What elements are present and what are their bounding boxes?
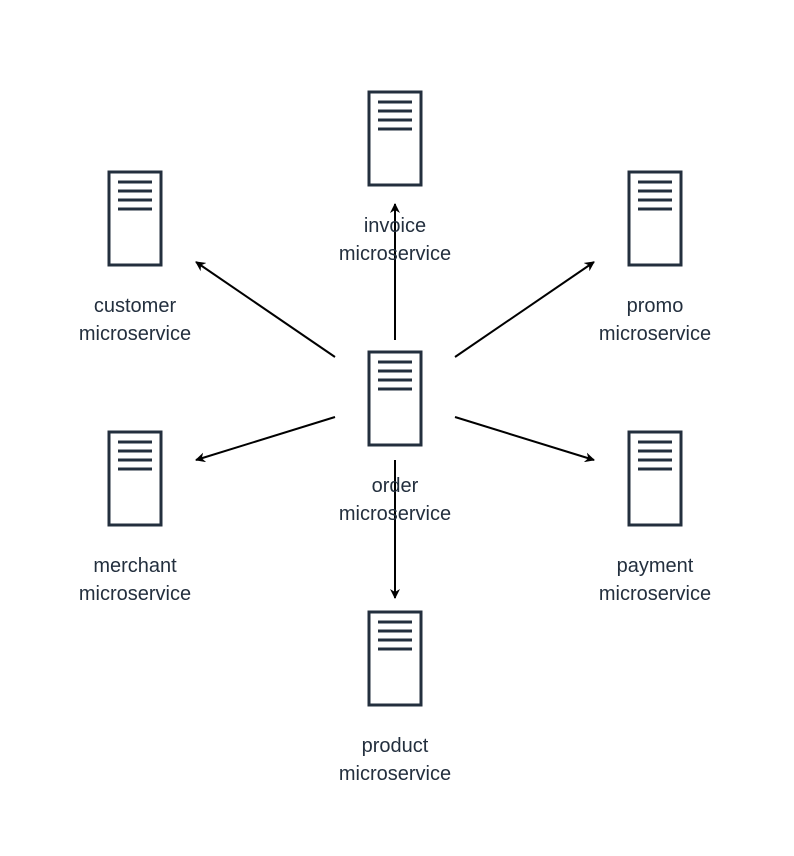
node-suffix: microservice	[78, 583, 192, 605]
node-suffix: microservice	[338, 503, 452, 525]
customer-microservice-label: customer microservice	[35, 292, 235, 348]
edge-order-promo	[454, 261, 595, 358]
node-suffix: microservice	[338, 763, 452, 785]
invoice-microservice-label: invoice microservice	[295, 212, 495, 268]
server-icon	[627, 430, 683, 527]
node-name: product	[361, 735, 429, 757]
server-icon	[107, 170, 163, 267]
edge-order-customer	[195, 261, 336, 358]
product-microservice-label: product microservice	[295, 732, 495, 788]
node-suffix: microservice	[78, 323, 192, 345]
server-icon	[367, 90, 423, 187]
node-name: customer	[93, 295, 177, 317]
node-suffix: microservice	[598, 583, 712, 605]
server-icon	[107, 430, 163, 527]
server-icon	[367, 610, 423, 707]
edge-order-merchant	[195, 416, 336, 463]
server-icon	[627, 170, 683, 267]
server-icon	[367, 350, 423, 447]
node-name: merchant	[93, 555, 177, 577]
node-name: order	[371, 475, 419, 497]
promo-microservice-label: promo microservice	[555, 292, 755, 348]
node-name: payment	[616, 555, 694, 577]
node-name: promo	[626, 295, 684, 317]
merchant-microservice-label: merchant microservice	[35, 552, 235, 608]
node-name: invoice	[363, 215, 427, 237]
payment-microservice-label: payment microservice	[555, 552, 755, 608]
node-suffix: microservice	[338, 243, 452, 265]
node-suffix: microservice	[598, 323, 712, 345]
order-microservice-label: order microservice	[295, 472, 495, 528]
edge-order-payment	[454, 416, 595, 463]
